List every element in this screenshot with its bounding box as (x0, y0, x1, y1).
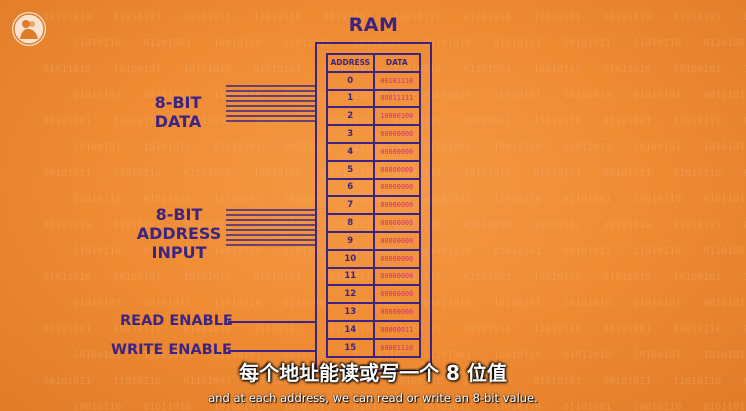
data-bus-label: 8-BIT DATA (138, 93, 218, 131)
data-column-header: DATA (372, 53, 421, 73)
ram-address-cell: 6 (326, 177, 375, 198)
ram-address-cell: 11 (326, 266, 375, 287)
address-bus-label: 8-BIT ADDRESS INPUT (136, 205, 222, 262)
data-label-line2: DATA (154, 112, 202, 131)
ram-address-cell: 5 (326, 159, 375, 180)
ram-value-cell: 00101110 (372, 70, 421, 91)
subtitle-chinese: 每个地址能读或写一个 8 位值 (239, 361, 507, 385)
ram-address-cell: 10 (326, 248, 375, 269)
ram-value-cell: 00000000 (372, 302, 421, 322)
ram-address-cell: 13 (326, 302, 375, 322)
ram-address-cell: 9 (326, 230, 375, 251)
ram-value-cell: 00011111 (372, 88, 421, 109)
ram-value-cell: 00000000 (372, 230, 421, 251)
ram-value-cell: 00000000 (372, 284, 421, 305)
read-enable-label: READ ENABLE (120, 313, 233, 329)
pbs-logo-icon (12, 12, 46, 46)
ram-address-cell: 3 (326, 124, 375, 144)
ram-address-cell: 2 (326, 106, 375, 127)
write-enable-label: WRITE ENABLE (111, 342, 232, 358)
ram-value-cell: 00000000 (372, 177, 421, 198)
ram-value-cell: 10000100 (372, 106, 421, 127)
ram-value-cell: 00000000 (372, 195, 421, 216)
address-label-line3: INPUT (151, 243, 207, 262)
ram-chip-outline (315, 42, 432, 372)
ram-value-cell: 00000000 (372, 248, 421, 269)
ram-value-cell: 00001110 (372, 337, 421, 358)
address-label-line2: ADDRESS (136, 224, 222, 243)
ram-value-cell: 00000000 (372, 266, 421, 287)
data-bus-wires (226, 85, 315, 122)
ram-value-cell: 00000000 (372, 213, 421, 233)
ram-title: RAM (348, 14, 399, 36)
ram-address-cell: 1 (326, 88, 375, 109)
ram-value-cell: 00000000 (372, 124, 421, 144)
ram-address-cell: 0 (326, 70, 375, 91)
ram-address-cell: 14 (326, 319, 375, 340)
ram-address-cell: 4 (326, 141, 375, 162)
ram-address-cell: 12 (326, 284, 375, 305)
ram-value-cell: 00000011 (372, 319, 421, 340)
address-column-header: ADDRESS (326, 53, 375, 73)
ram-address-cell: 7 (326, 195, 375, 216)
ram-address-cell: 8 (326, 213, 375, 233)
ram-value-cell: 00000000 (372, 159, 421, 180)
ram-address-cell: 15 (326, 337, 375, 358)
subtitle-english: and at each address, we can read or writ… (208, 391, 538, 405)
address-bus-wires (226, 209, 315, 246)
address-label-line1: 8-BIT (155, 205, 203, 224)
ram-value-cell: 00000000 (372, 141, 421, 162)
data-label-line1: 8-BIT (154, 93, 202, 112)
